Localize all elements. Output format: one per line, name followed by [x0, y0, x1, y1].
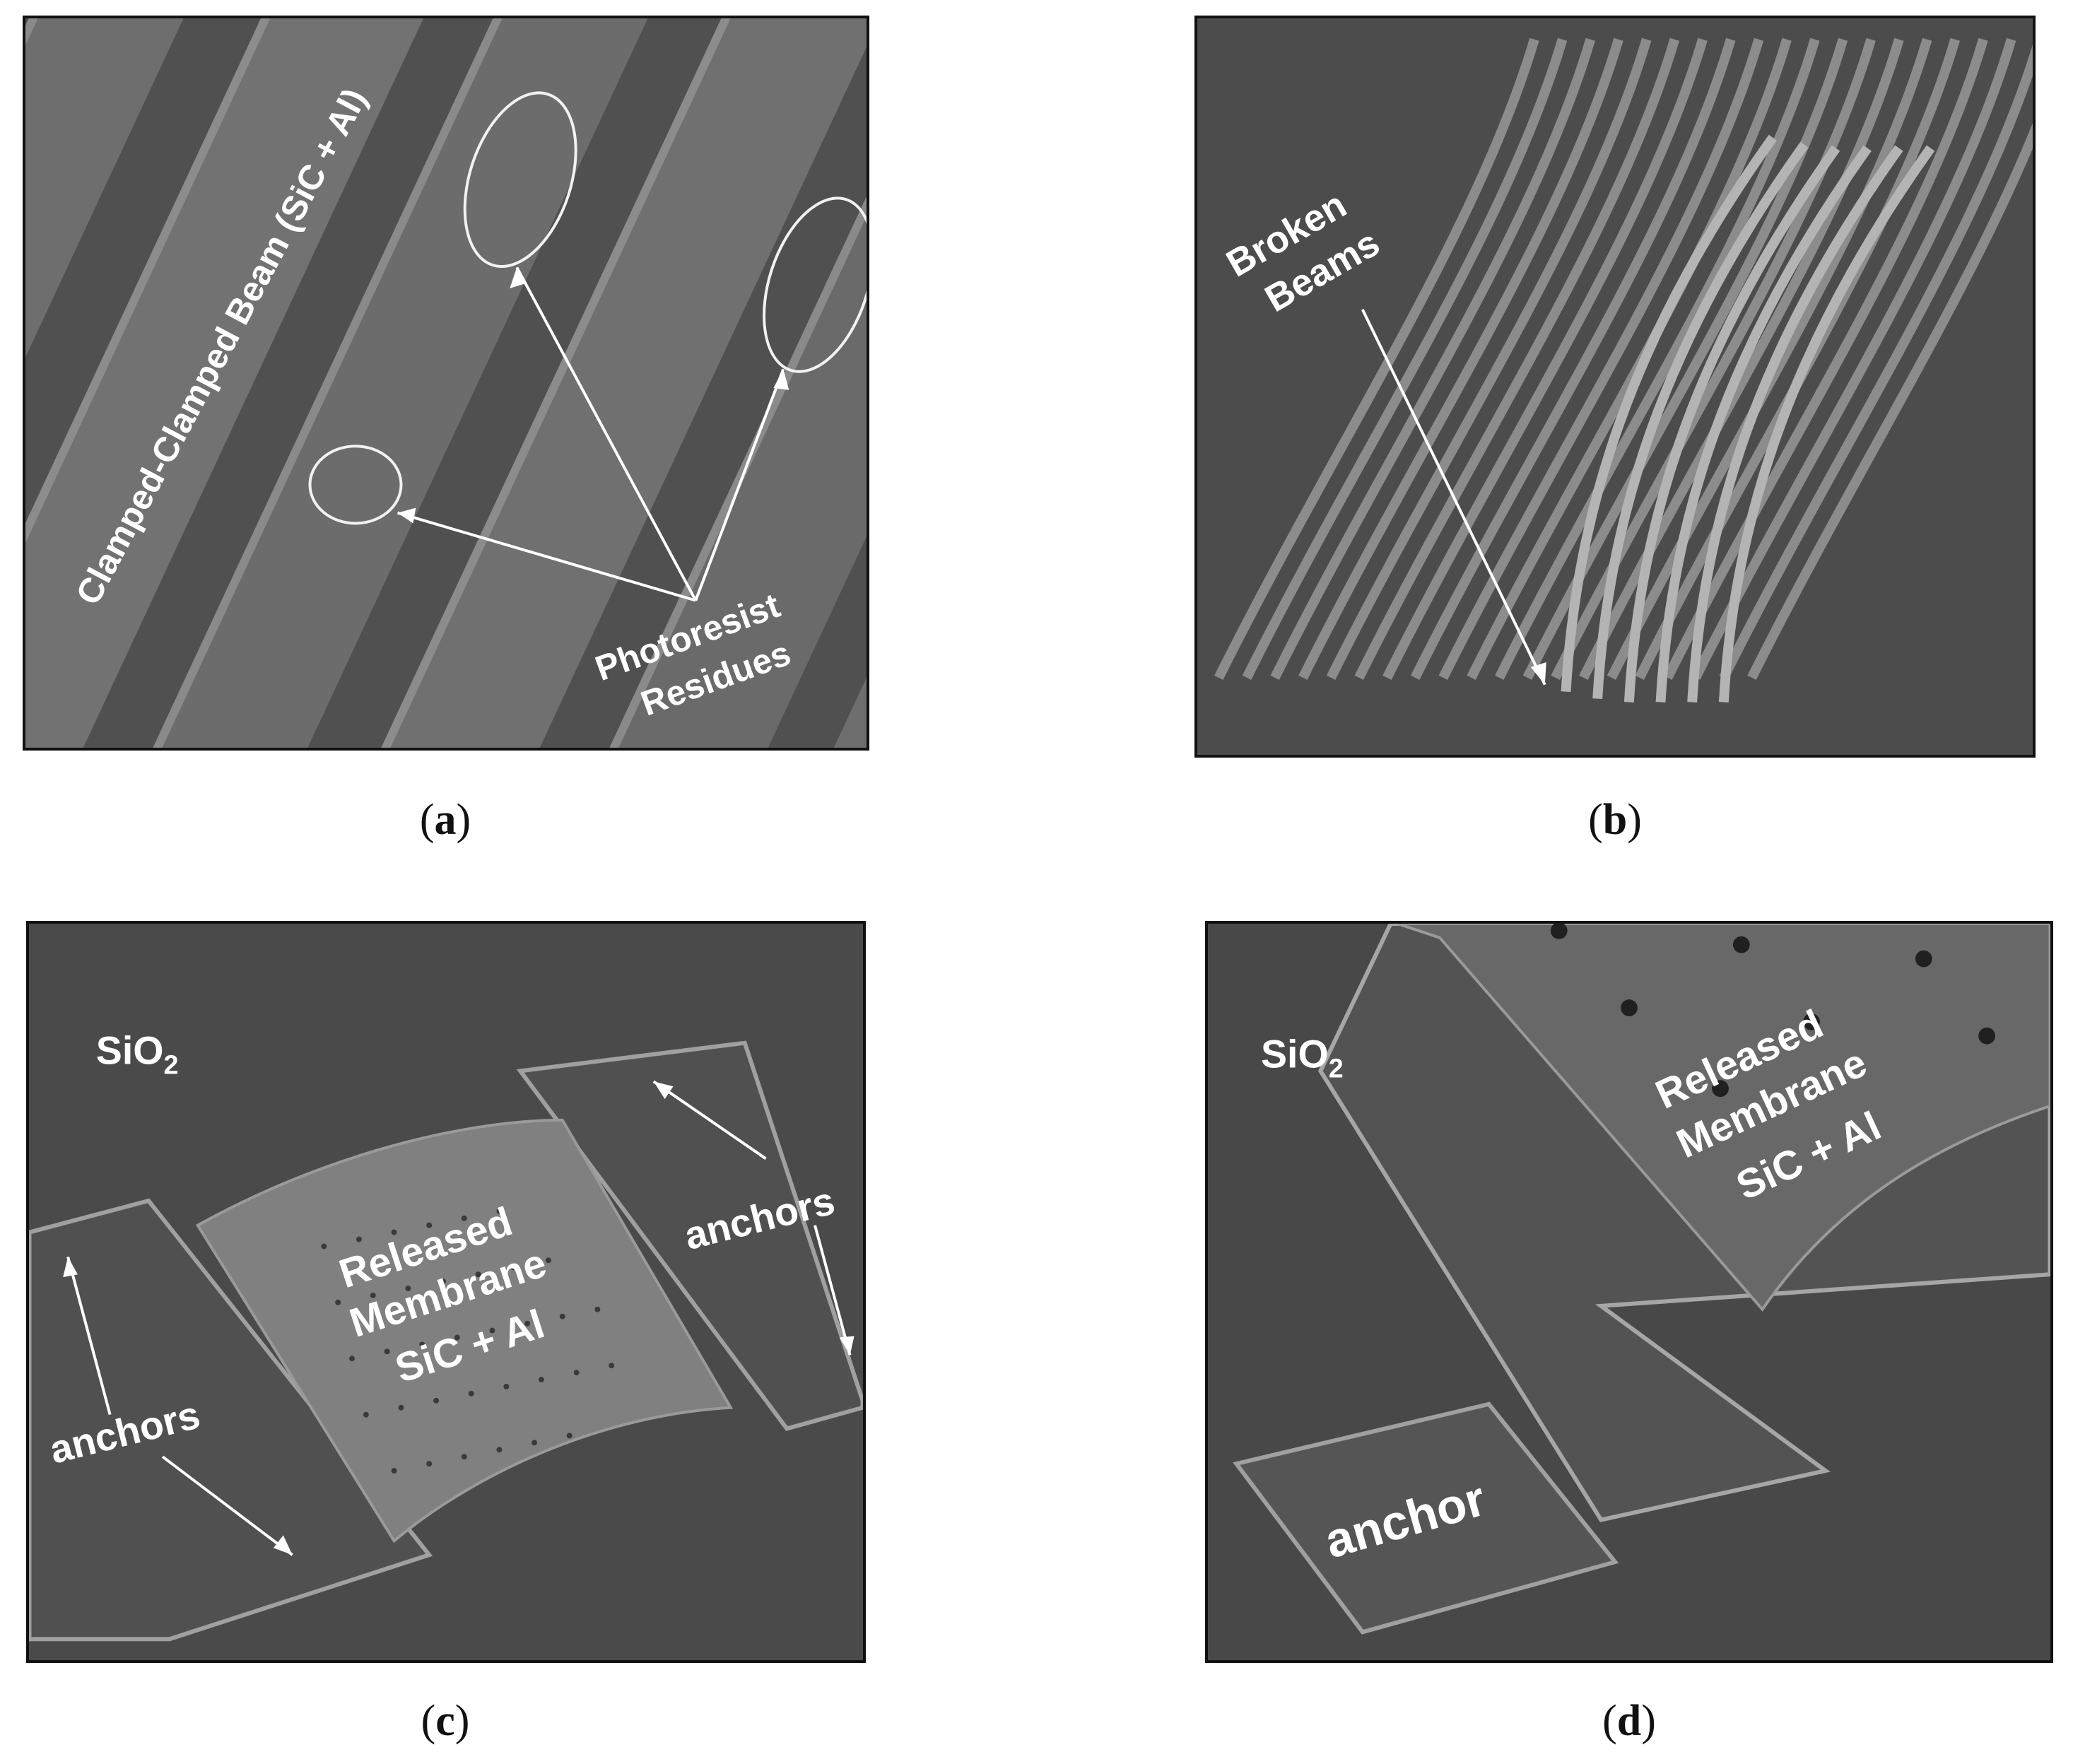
caption-a: (a) — [419, 796, 471, 844]
right-anchor-beam — [516, 1040, 863, 1431]
caption-b: (b) — [1588, 796, 1642, 844]
released-membrane — [195, 1118, 734, 1544]
residue-circle-2 — [763, 196, 867, 373]
caption-c: (c) — [421, 1697, 470, 1745]
sem-panel-a: Clamped-Clamped Beam (SiC + Al) Photores… — [23, 16, 869, 751]
sem-panel-c: SiO2 Released Membrane SiC + Al anchors … — [26, 921, 866, 1663]
oxide-label: SiO2 — [96, 1028, 179, 1079]
sem-panel-b: Broken Beams — [1194, 16, 2036, 758]
residue-circle-3 — [308, 445, 403, 525]
released-membrane — [1397, 924, 2050, 1312]
panel-b-image: Broken Beams — [1197, 18, 2033, 755]
panel-d-image: SiO2 Released Membrane SiC + Al anchor — [1208, 924, 2050, 1660]
residue-circle-1 — [463, 91, 577, 269]
anchor-pad — [1233, 1401, 1619, 1635]
panel-c-image: SiO2 Released Membrane SiC + Al anchors … — [29, 924, 863, 1660]
sem-panel-d: SiO2 Released Membrane SiC + Al anchor — [1205, 921, 2053, 1663]
caption-d: (d) — [1602, 1697, 1656, 1745]
broken-beams-arrow — [1361, 308, 1546, 686]
left-anchor-beam — [29, 1198, 433, 1642]
oxide-label: SiO2 — [1261, 1032, 1344, 1083]
panel-a-image: Clamped-Clamped Beam (SiC + Al) Photores… — [25, 18, 867, 748]
